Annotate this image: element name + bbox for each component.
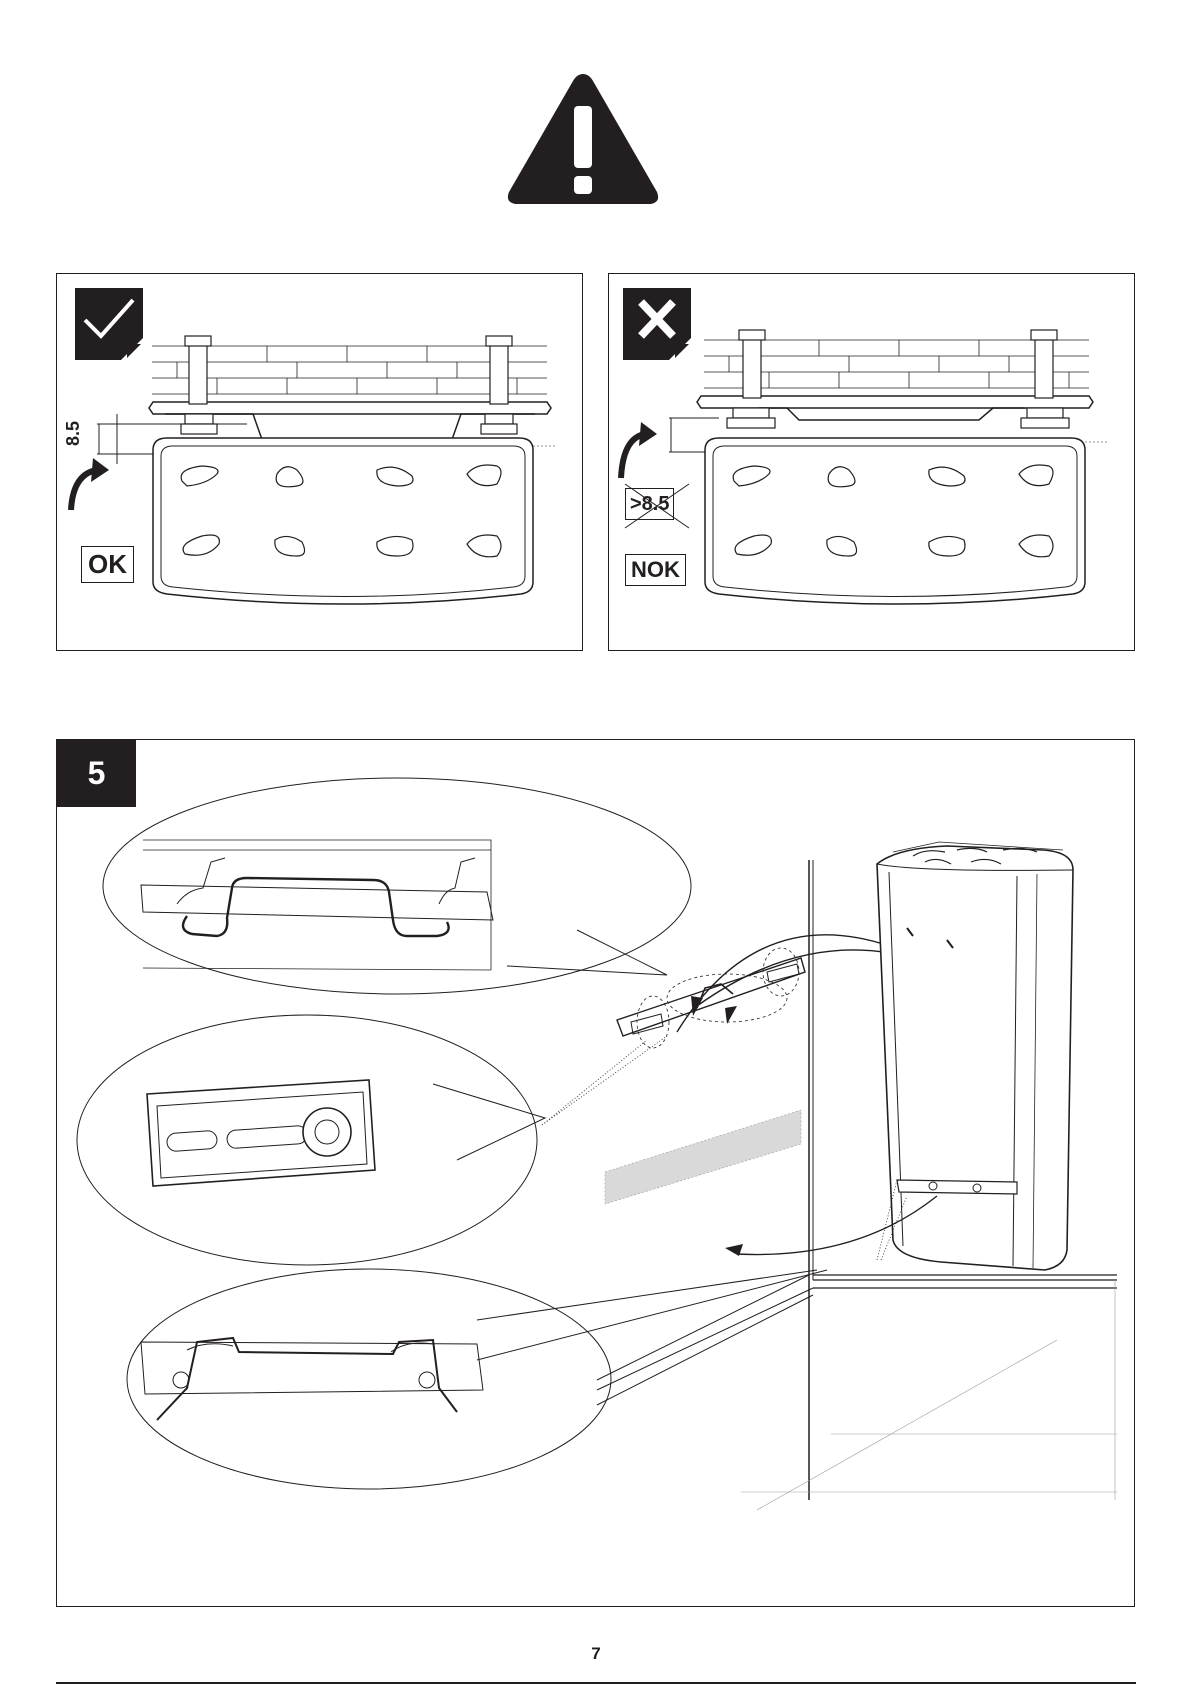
warning-icon: [503, 68, 663, 210]
curved-arrow-icon: [71, 458, 109, 510]
page-number: 7: [0, 1644, 1192, 1664]
ok-status-badge: OK: [81, 546, 134, 583]
mounting-template-strip: [605, 1110, 801, 1204]
checkmark-icon: [75, 288, 143, 360]
footer-rule: [56, 1682, 1136, 1684]
x-mark-icon: [623, 288, 691, 360]
dimension-label: 8.5: [63, 421, 84, 446]
curved-arrow-icon: [621, 422, 657, 478]
step-5-illustration: [57, 740, 1133, 1605]
step-5-panel: 5: [56, 739, 1135, 1607]
ok-panel: 8.5 OK: [56, 273, 583, 651]
nok-panel: >8.5 NOK: [608, 273, 1135, 651]
nok-status-badge: NOK: [625, 554, 686, 586]
ok-diagram: [57, 274, 581, 649]
nok-dimension-label: >8.5: [625, 488, 674, 520]
nok-diagram: [609, 274, 1133, 649]
